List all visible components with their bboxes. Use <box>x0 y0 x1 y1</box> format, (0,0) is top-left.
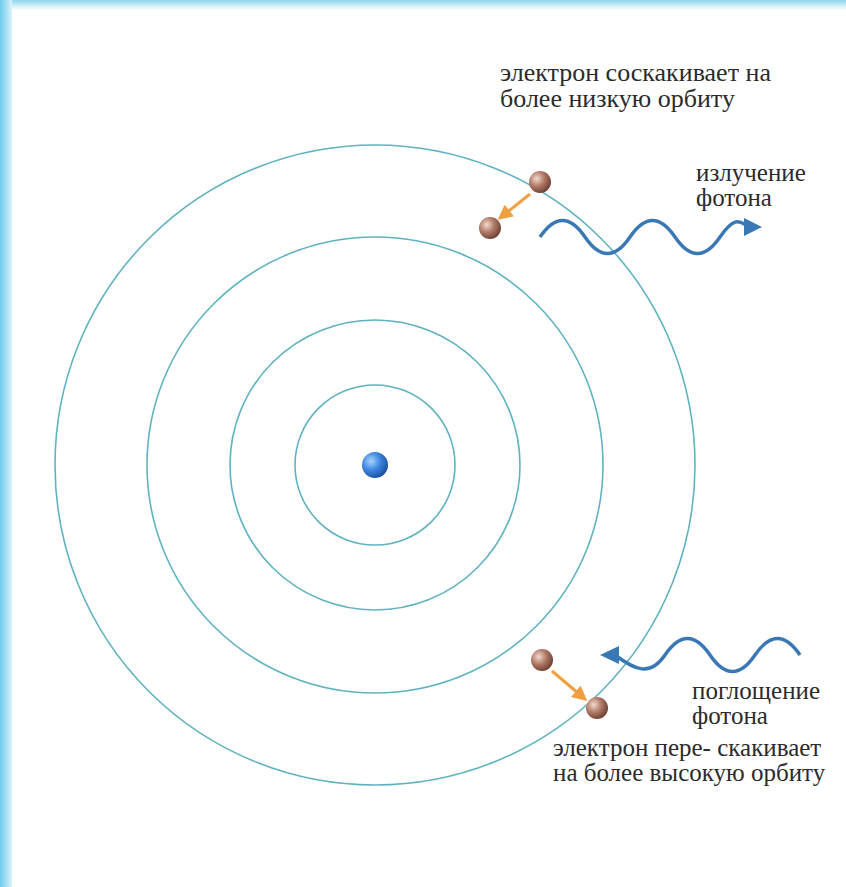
orbit <box>295 385 455 545</box>
jump-arrow <box>552 671 585 699</box>
frame-left <box>0 0 12 887</box>
orbits <box>55 145 695 785</box>
electron <box>479 217 501 239</box>
jump-arrow <box>500 194 530 218</box>
frame-top <box>0 0 846 10</box>
orbit <box>55 145 695 785</box>
annotation-label: электрон соскакивает на более низкую орб… <box>500 60 810 112</box>
photon-wave <box>540 221 748 254</box>
photon-arrowhead <box>600 646 619 664</box>
annotation-label: электрон пере- скакивает на более высоку… <box>553 735 828 785</box>
orbit <box>230 320 520 610</box>
nucleus <box>362 452 388 478</box>
electron <box>586 697 608 719</box>
photon-wave <box>615 639 800 672</box>
electron <box>531 649 553 671</box>
annotation-label: излучение фотона <box>696 160 821 210</box>
electron <box>529 171 551 193</box>
photon-arrowhead <box>744 218 762 236</box>
orbit <box>147 237 603 693</box>
annotation-label: поглощение фотона <box>692 678 842 728</box>
